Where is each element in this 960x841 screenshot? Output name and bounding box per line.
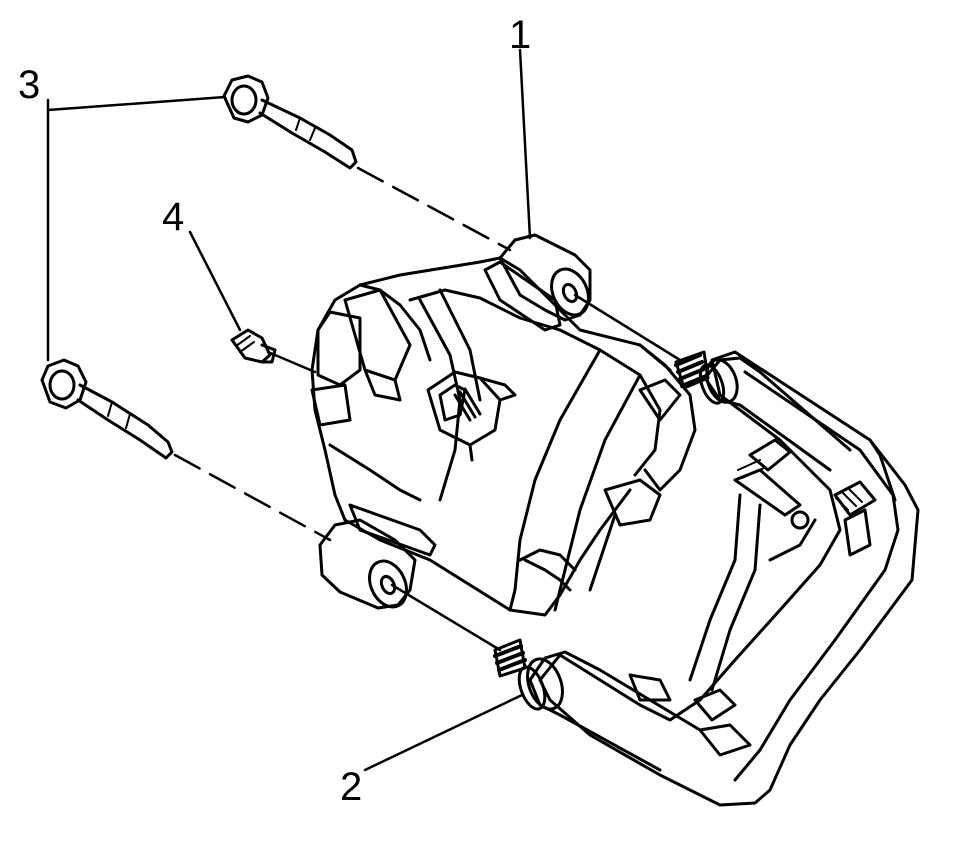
caliper-bracket xyxy=(538,350,920,807)
caliper-upper-ear xyxy=(483,233,592,332)
lower-guide-pin xyxy=(493,638,702,772)
bleeder-valve xyxy=(230,328,277,364)
callout-3-label: 3 xyxy=(18,63,40,107)
callout-4-label: 4 xyxy=(162,195,184,239)
caliper-tabs xyxy=(310,288,412,427)
callout-1-label: 1 xyxy=(509,13,531,57)
alignment-lines xyxy=(173,166,512,542)
lower-bolt xyxy=(40,358,174,460)
callout-2-label: 2 xyxy=(340,765,362,809)
leader-lines xyxy=(46,48,532,772)
pin-axis-lines xyxy=(266,293,682,652)
bleeder-seat xyxy=(426,370,517,462)
caliper-lower-ear xyxy=(318,503,437,610)
caliper-housing xyxy=(310,256,697,617)
upper-bolt xyxy=(222,74,358,170)
upper-guide-pin xyxy=(674,350,852,472)
